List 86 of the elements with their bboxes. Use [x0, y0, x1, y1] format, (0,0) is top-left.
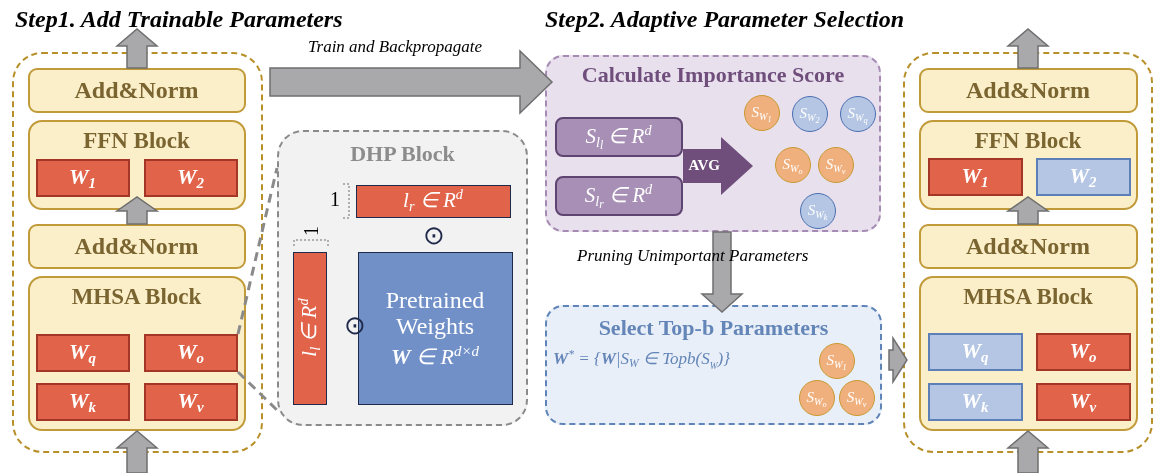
step-heading: Step1. Add Trainable Parameters	[15, 6, 343, 33]
score-circle	[838, 379, 875, 416]
score-circle	[818, 342, 855, 379]
layer-label: Add&Norm	[74, 232, 199, 260]
vector-bar	[292, 251, 327, 405]
block-panel	[918, 275, 1138, 431]
weight-box	[143, 333, 238, 372]
selection-panel	[545, 305, 882, 425]
score-circle	[791, 95, 828, 132]
weight-box	[35, 158, 130, 197]
block-arrow	[700, 231, 744, 313]
weight-symbol: W$_{v}$	[177, 389, 204, 414]
block-panel	[27, 275, 246, 431]
weight-symbol: W$_{v}$	[1069, 389, 1097, 414]
hadamard-symbol: ⊙	[423, 222, 445, 251]
block-arrow	[888, 335, 908, 385]
weight-symbol: W$_{1}$	[68, 165, 96, 190]
matrix-symbol: W ∈ R$^{d×d}$	[390, 345, 480, 370]
score-circle	[799, 192, 836, 229]
layer-box	[27, 67, 246, 113]
dimension-label: 1	[330, 188, 340, 210]
block-arrow	[269, 49, 554, 115]
block-panel	[918, 119, 1138, 210]
score-circle	[798, 379, 835, 416]
score-circle	[839, 95, 876, 132]
block-arrow	[114, 196, 160, 225]
avg-arrow	[682, 136, 753, 195]
weight-symbol: W$_{o}$	[1069, 339, 1097, 364]
block-panel	[27, 119, 246, 210]
step-heading: Step2. Adaptive Parameter Selection	[545, 6, 905, 33]
score-symbol: S$_{l}$$_{l}$ ∈ R$^{d}$	[585, 124, 652, 149]
score-panel	[545, 55, 881, 232]
weight-symbol: W$_{1}$	[961, 164, 989, 189]
weight-symbol: W$_{q}$	[961, 339, 989, 364]
score-symbol: S$_{l}$$_{r}$ ∈ R$^{d}$	[584, 183, 653, 208]
dashed-group-frame	[903, 52, 1153, 453]
dimension-label: 1	[300, 226, 322, 236]
panel-title: DHP Block	[350, 142, 455, 167]
weight-box	[35, 333, 130, 372]
score-box	[554, 175, 683, 216]
block-arrow	[114, 28, 160, 69]
block-arrow	[1005, 430, 1051, 473]
edge-label: Pruning Unimportant Parameters	[577, 247, 809, 266]
dashed-group-frame	[12, 52, 263, 453]
block-arrow	[1005, 28, 1051, 69]
dhp-panel	[277, 130, 528, 426]
weight-symbol: W$_{o}$	[176, 340, 204, 365]
layer-label: Add&Norm	[966, 232, 1090, 260]
weight-symbol: W$_{q}$	[68, 340, 96, 365]
score-box	[554, 116, 683, 157]
vector-bar	[355, 184, 511, 218]
weight-box	[1035, 157, 1131, 196]
score-circle	[743, 94, 780, 131]
weight-box	[143, 382, 238, 421]
weight-symbol: W$_{k}$	[68, 389, 96, 414]
edge-label: Train and Backpropagate	[308, 38, 483, 57]
layer-box	[918, 67, 1138, 113]
block-title: MHSA Block	[71, 283, 202, 309]
weight-box	[35, 382, 130, 421]
formula: W$^{*}$ = {W|S$_{W}$ ∈ Topb(S$_{W}$)}	[553, 350, 730, 369]
vector-symbol: l$_{r}$ ∈ R$^{d}$	[403, 189, 463, 213]
leader-line	[236, 167, 279, 335]
weight-box	[1035, 382, 1131, 421]
weight-box	[1035, 332, 1131, 371]
layer-box	[918, 223, 1138, 269]
avg-label: AVG	[688, 157, 720, 174]
block-arrow	[1005, 196, 1051, 225]
score-circle	[774, 146, 811, 183]
layer-label: Add&Norm	[74, 76, 199, 104]
layer-box	[27, 223, 246, 269]
weight-symbol: W$_{2}$	[176, 165, 204, 190]
block-arrow	[114, 430, 160, 473]
weight-box	[143, 158, 238, 197]
weight-symbol: W$_{2}$	[1069, 164, 1097, 189]
weight-box	[927, 332, 1023, 371]
block-title: FFN Block	[974, 127, 1082, 153]
weight-box	[927, 382, 1023, 421]
layer-label: Add&Norm	[966, 76, 1090, 104]
weight-symbol: W$_{k}$	[961, 389, 989, 414]
weight-box	[927, 157, 1023, 196]
matrix-label: Pretrained Weights	[384, 286, 486, 340]
panel-title: Calculate Importance Score	[581, 63, 845, 88]
block-title: FFN Block	[83, 127, 190, 153]
panel-title: Select Top-b Parameters	[598, 316, 829, 341]
score-circle	[817, 146, 854, 183]
block-title: MHSA Block	[963, 283, 1093, 309]
